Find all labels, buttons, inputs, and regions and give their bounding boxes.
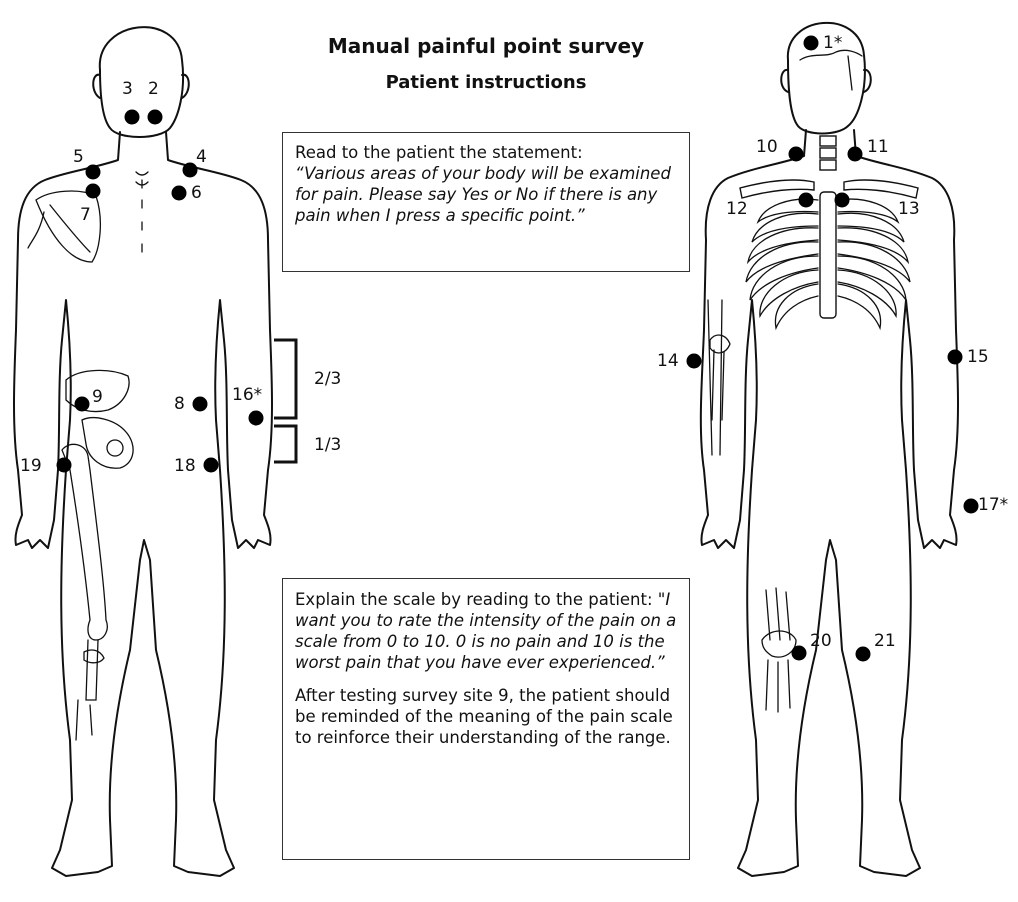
point-11-label: 11 [867,137,889,157]
statement-quote: “Various areas of your body will be exam… [295,163,677,226]
skeleton-body-figure [701,23,958,876]
forearm-bracket: 2/3 1/3 [274,340,341,462]
point-9-label: 9 [92,387,103,407]
point-2-dot [148,110,163,125]
point-11-dot [848,147,863,162]
point-2-label: 2 [148,79,159,99]
reminder-note: After testing survey site 9, the patient… [295,685,677,748]
point-16-label: 16* [232,385,262,405]
point-15-dot [948,350,963,365]
point-6-dot [172,186,187,201]
point-20-dot [792,646,807,661]
point-12-label: 12 [726,199,748,219]
statement-instructions-box: Read to the patient the statement: “Vari… [282,132,690,272]
point-1-dot [804,36,819,51]
point-6-label: 6 [191,183,202,203]
point-19-label: 19 [20,456,42,476]
point-21-dot [856,647,871,662]
point-20-label: 20 [810,631,832,651]
point-10-dot [789,147,804,162]
page-title: Manual painful point survey [250,34,722,58]
scale-paragraph: Explain the scale by reading to the pati… [295,589,677,673]
point-17-dot [964,499,979,514]
front-body-figure [14,27,272,876]
point-7-dot [86,184,101,199]
point-17-label: 17* [978,495,1008,515]
point-3-dot [125,110,140,125]
point-21-label: 21 [874,631,896,651]
point-7-label: 7 [80,205,91,225]
point-5-label: 5 [73,147,84,167]
bracket-lower-label: 1/3 [314,435,341,455]
point-10-label: 10 [756,137,778,157]
page-subtitle: Patient instructions [250,72,722,93]
point-15-label: 15 [967,347,989,367]
scale-lead: Explain the scale by reading to the pati… [295,590,658,609]
point-14-dot [687,354,702,369]
point-19-dot [57,458,72,473]
point-4-label: 4 [196,147,207,167]
scale-instructions-box: Explain the scale by reading to the pati… [282,578,690,860]
point-12-dot [799,193,814,208]
point-3-label: 3 [122,79,133,99]
point-18-dot [204,458,219,473]
point-9-dot [75,397,90,412]
bracket-upper-label: 2/3 [314,369,341,389]
point-1-label: 1* [823,33,842,53]
point-5-dot [86,165,101,180]
point-16-dot [249,411,264,426]
survey-points: 1* 2 3 4 5 6 7 8 9 1 [20,33,1008,662]
statement-lead: Read to the patient the statement: [295,142,677,163]
point-13-dot [835,193,850,208]
point-18-label: 18 [174,456,196,476]
point-14-label: 14 [657,351,679,371]
point-8-dot [193,397,208,412]
point-8-label: 8 [174,394,185,414]
point-13-label: 13 [898,199,920,219]
